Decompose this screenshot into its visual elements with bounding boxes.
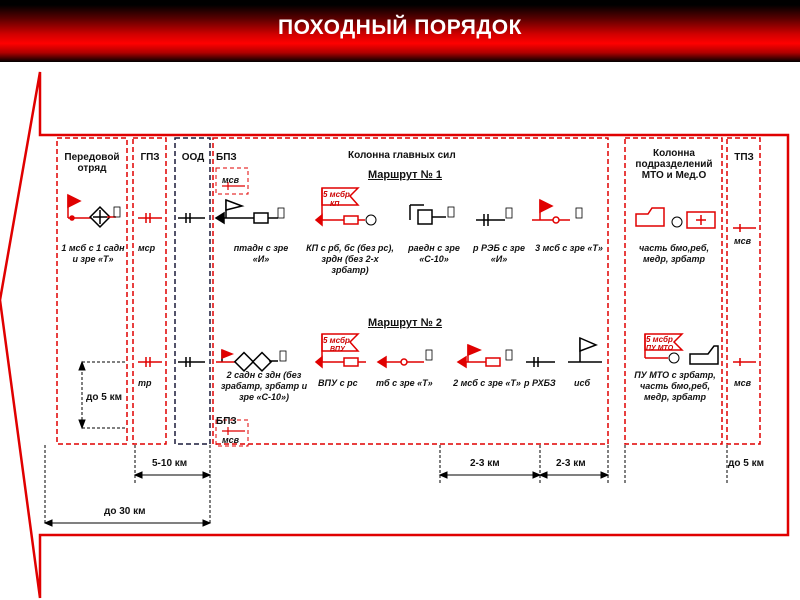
label-mto-part1: часть бмо,реб, медр, зрбатр <box>639 243 709 264</box>
sadn2-symbol <box>216 348 287 372</box>
gpz-symbol-2 <box>138 357 162 367</box>
distance-lines <box>43 360 728 527</box>
label-raedn: раедн с зре «С-10» <box>408 243 460 264</box>
mto-symbol-1 <box>635 207 716 229</box>
header-main-column: Колонна главных сил <box>348 150 456 161</box>
flag-msbr1: 5 мсбр <box>323 190 350 199</box>
header-advance: Передовой отряд <box>64 152 120 174</box>
main-column-box <box>212 137 609 445</box>
label-msv-bottom: мсв <box>222 435 240 445</box>
pu-mto-symbol <box>644 333 719 365</box>
distance-2-3-a: 2-3 км <box>470 458 500 469</box>
label-pu-mto: ПУ МТО с зрбатр, часть бмо,реб, медр, зр… <box>634 370 716 402</box>
header-tpz: ТПЗ <box>734 152 754 163</box>
label-msv-top: мсв <box>222 175 240 185</box>
distance-do5-right: до 5 км <box>728 458 764 469</box>
header-bpz-bottom: БПЗ <box>216 416 237 427</box>
label-msb2: 2 мсб с зре «Т» <box>453 378 521 388</box>
label-rkhbz: р РХБЗ <box>524 378 556 388</box>
label-msv-tpz1: мсв <box>734 236 752 246</box>
route1-title: Маршрут № 1 <box>368 169 443 181</box>
label-sadn2: 2 садн с здн (без зрабатр, зрбатр и зре … <box>220 370 308 402</box>
gpz-box <box>132 137 167 445</box>
flag-pu-mto: ПУ МТО <box>646 345 674 352</box>
flag-kp: КП <box>330 201 340 208</box>
kp-symbol <box>314 187 377 227</box>
ood-box <box>174 137 211 445</box>
label-tb: тб с зре «Т» <box>376 378 433 388</box>
advance-box <box>56 137 128 445</box>
label-reb: р РЭБ с зре «И» <box>473 243 525 264</box>
gpz-symbol-1 <box>138 213 162 223</box>
label-tr: тр <box>138 378 152 388</box>
msb3-symbol <box>532 198 583 224</box>
mto-box <box>624 137 723 445</box>
label-msb3: 3 мсб с зре «Т» <box>535 243 603 253</box>
distance-2-3-b: 2-3 км <box>556 458 586 469</box>
bpz-bottom-symbol <box>222 427 245 435</box>
distance-do30: до 30 км <box>104 506 146 517</box>
raedn-symbol <box>409 204 455 225</box>
isb-symbol <box>568 336 602 363</box>
title-banner: ПОХОДНЫЙ ПОРЯДОК <box>0 0 800 62</box>
flag-msbr2: 5 мсбр <box>323 336 350 345</box>
label-isb: исб <box>574 378 591 388</box>
vpu-symbol <box>314 333 366 369</box>
label-msb1: 1 мсб с 1 садн и зре «Т» <box>61 243 125 264</box>
tpz-symbol-2 <box>733 358 756 366</box>
tpz-symbol-1 <box>733 224 756 232</box>
advance-symbol <box>67 193 121 228</box>
label-ptadn: птадн с зре «И» <box>233 243 289 264</box>
header-mto-column: Колонна подразделений МТО и Мед.О <box>635 148 713 181</box>
distance-do5-left: до 5 км <box>86 392 122 403</box>
page-title: ПОХОДНЫЙ ПОРЯДОК <box>278 16 522 39</box>
label-msr: мср <box>138 243 156 253</box>
header-gpz: ГПЗ <box>140 152 160 163</box>
distance-5-10: 5-10 км <box>152 458 188 469</box>
msb2-symbol <box>456 343 513 369</box>
ptadn-symbol <box>214 198 285 225</box>
tb-symbol <box>376 349 433 369</box>
bpz-top-box <box>215 167 249 195</box>
route2-title: Маршрут № 2 <box>368 317 443 329</box>
ood-symbol-2 <box>178 357 205 367</box>
bpz-bottom-box <box>215 419 249 447</box>
ood-symbol-1 <box>178 213 205 223</box>
bpz-top-symbol <box>222 182 245 190</box>
label-vpu: ВПУ с рс <box>318 378 358 388</box>
rkhbz-symbol <box>526 357 555 367</box>
header-ood: ООД <box>181 152 205 163</box>
label-msv-tpz2: мсв <box>734 378 752 388</box>
flag-msbr3: 5 мсбр <box>646 335 673 344</box>
direction-arrow-outline <box>0 71 790 599</box>
header-bpz-top: БПЗ <box>216 152 237 163</box>
flag-vpu: ВПУ <box>330 346 345 353</box>
tpz-box <box>726 137 761 445</box>
reb-symbol <box>476 207 513 226</box>
label-kp: КП с рб, бс (без рс), зрдн (без 2-х зрба… <box>306 243 394 275</box>
